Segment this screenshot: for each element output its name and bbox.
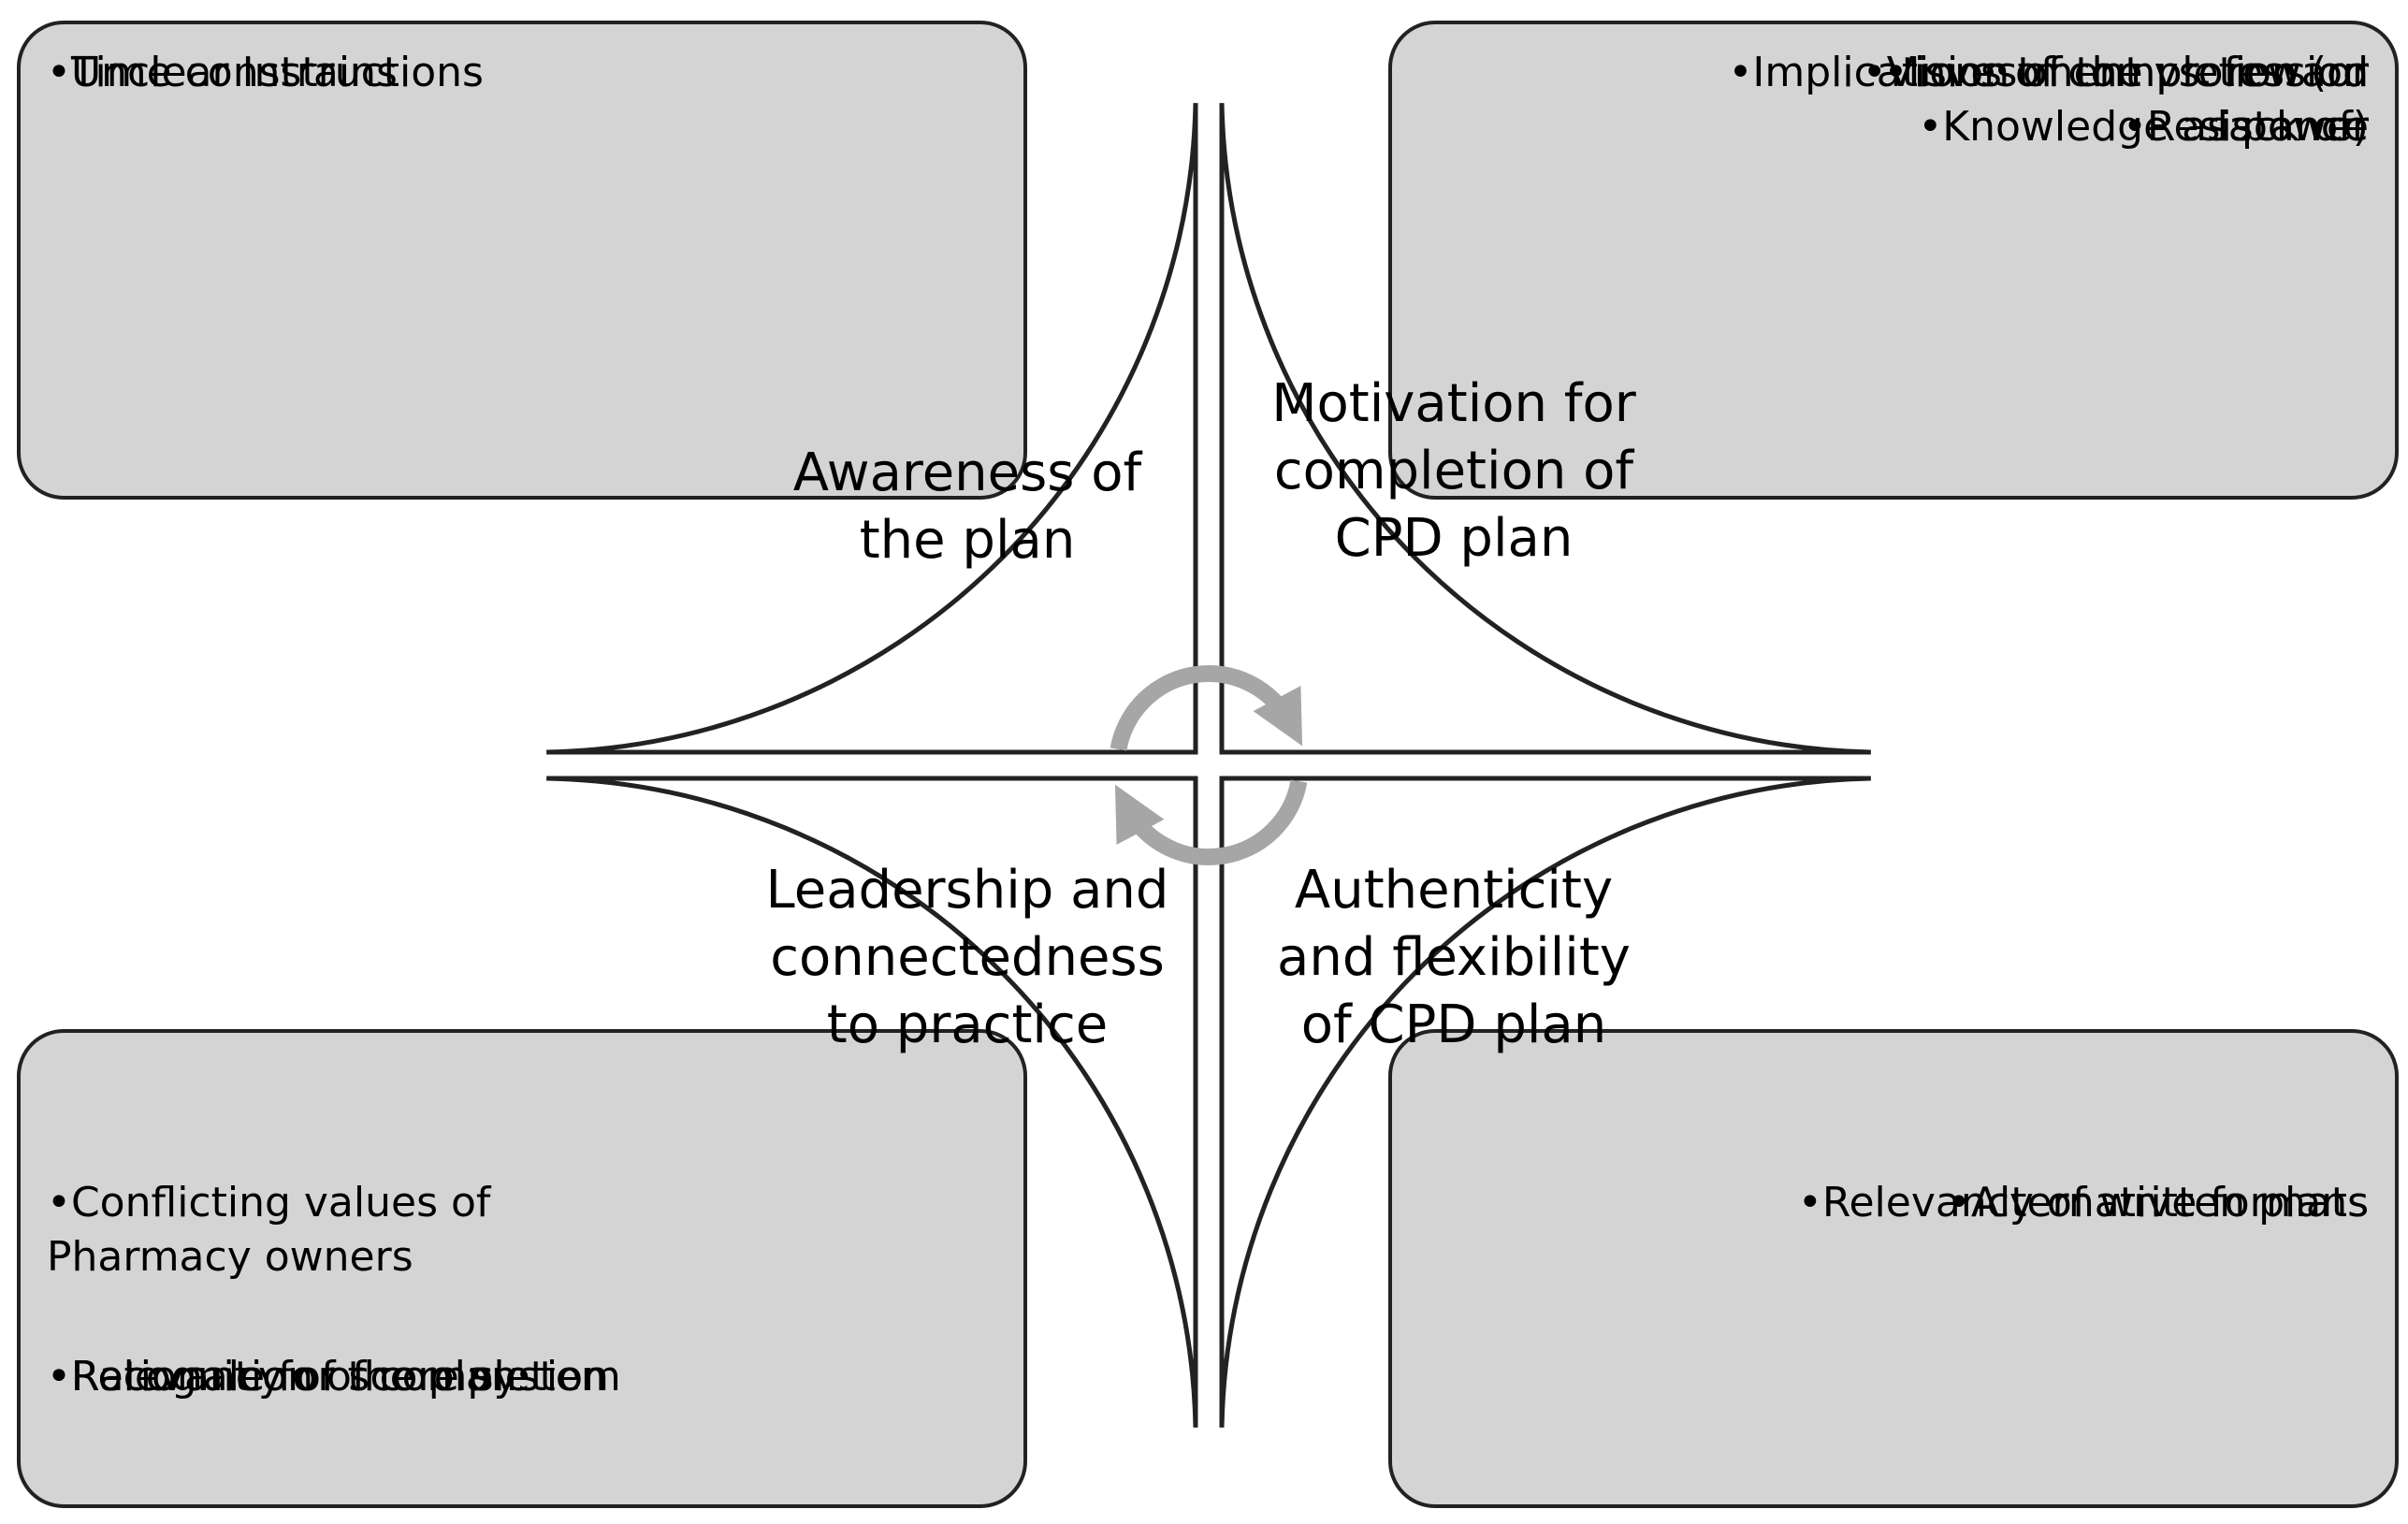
quadrant-shape <box>546 776 1198 1428</box>
factor-item: •Investment vs. reward <box>1884 49 2369 96</box>
factor-boxes: •Time constrains•Unclear Instructions •In… <box>17 21 2399 1508</box>
factor-box-background <box>17 21 1027 500</box>
factor-item: •Rationale for the plan <box>47 1353 517 1401</box>
quadrant-label: Authenticity <box>1295 860 1613 921</box>
factor-item: •Alternative formats <box>1947 1179 2369 1226</box>
quadrant-label: Motivation for <box>1271 373 1637 434</box>
circular-arrows-icon <box>1110 665 1308 865</box>
factor-item: •Recognition of completion <box>47 1353 609 1401</box>
factor-box-bottom-left: •Conflicting values of Pharmacy owners •R… <box>17 1029 1027 1508</box>
quadrant-label: Awareness of <box>793 443 1143 503</box>
quadrant-label: and flexibility <box>1277 927 1631 988</box>
cycle-arrow-bottom <box>1114 779 1308 865</box>
quadrant-label: CPD plan <box>1335 508 1574 569</box>
quadrant-shape <box>546 103 1198 755</box>
theme-quadrant-top-left: Awareness of the plan <box>546 103 1198 755</box>
quadrant-label: completion of <box>1274 441 1634 501</box>
factor-box-background <box>1388 21 2399 500</box>
factor-item: Pharmacy owners <box>47 1233 413 1281</box>
quadrant-label: Leadership and <box>766 860 1169 921</box>
factor-box-top-right: •Investment vs. reward•Vision of the pro… <box>1388 21 2399 500</box>
factor-item: •Vision of the profession <box>1863 49 2369 96</box>
quadrant-label: to practice <box>827 994 1108 1055</box>
factor-item: •Knowledge as power <box>1918 103 2370 151</box>
factor-item: lack of) <box>2217 103 2369 151</box>
theme-quadrant-top-right: Motivation for completion of CPD plan <box>1219 103 1871 755</box>
factor-item: •Resistance <box>2123 103 2369 151</box>
factor-item: •Implications of completion (or <box>1728 49 2369 96</box>
factor-item: •Unclear Instructions <box>47 49 484 96</box>
factor-box-top-left: •Time constrains•Unclear Instructions <box>17 21 1027 500</box>
factor-box-bottom-right: •Relevancy of written plans•Alternative … <box>1388 1029 2399 1508</box>
factor-item: •Relevancy of written plans <box>1798 1179 2369 1226</box>
factor-item: •Relevancy of score system <box>47 1353 621 1401</box>
factor-box-background <box>17 1029 1027 1508</box>
factor-item: •Conflicting values of <box>47 1179 492 1226</box>
factor-item: •Time constrains <box>47 49 398 96</box>
theme-quadrants: Awareness of the plan Motivation for comple… <box>546 103 1871 1428</box>
cycle-arrow-top <box>1110 665 1303 751</box>
quadrant-label: the plan <box>860 510 1076 571</box>
quadrant-label: of CPD plan <box>1301 994 1606 1055</box>
quadrant-label: connectedness <box>770 927 1165 988</box>
quadrant-shape <box>1219 103 1871 755</box>
factor-box-background <box>1388 1029 2399 1508</box>
quadrant-shape <box>1219 776 1871 1428</box>
